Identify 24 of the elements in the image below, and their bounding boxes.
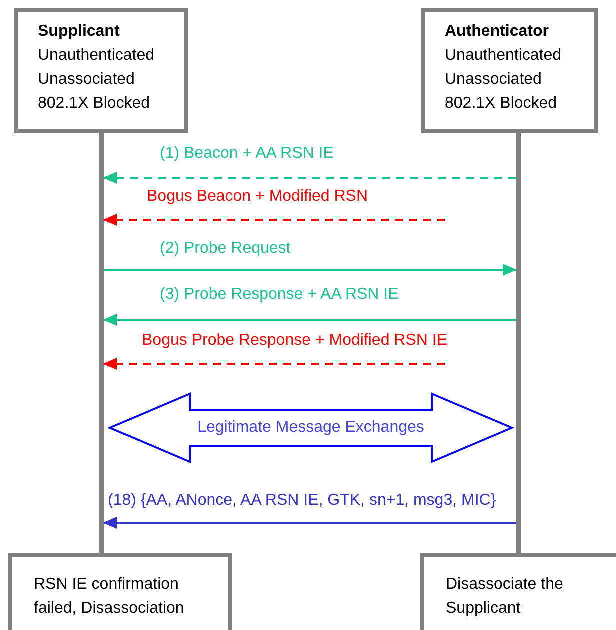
outcome-box: [8, 553, 232, 630]
dashed-arrow: [103, 172, 516, 184]
lifeline: [516, 133, 521, 554]
edge-label: (2) Probe Request: [158, 239, 293, 259]
message-arrow: [103, 517, 516, 529]
state-text: RSN IE confirmation failed, Disassociation: [34, 575, 186, 619]
edge-label: (3) Probe Response + AA RSN IE: [158, 285, 401, 305]
participant-box: [14, 8, 188, 133]
participant-name: Authenticator: [445, 22, 550, 42]
dashed-arrow: [103, 214, 445, 226]
outcome-box: [420, 553, 616, 630]
state-text: Disassociate the Supplicant: [446, 575, 564, 619]
state-text: Unauthenticated Unassociated 802.1X Blocked: [38, 46, 156, 114]
state-text: Unauthenticated Unassociated 802.1X Blocked: [445, 46, 563, 114]
message-arrow: [103, 314, 516, 326]
edge-label: Bogus Probe Response + Modified RSN IE: [140, 331, 450, 351]
edge-label: (18) {AA, ANonce, AA RSN IE, GTK, sn+1, msg3, MIC}: [106, 491, 498, 511]
participant-box: [421, 8, 598, 133]
dashed-arrow: [103, 358, 445, 370]
message-arrow: [104, 264, 517, 276]
lifeline: [99, 133, 104, 554]
participant-name: Supplicant: [38, 22, 121, 42]
arrow-label: Legitimate Message Exchanges: [198, 418, 424, 438]
edge-label: (1) Beacon + AA RSN IE: [158, 144, 336, 164]
